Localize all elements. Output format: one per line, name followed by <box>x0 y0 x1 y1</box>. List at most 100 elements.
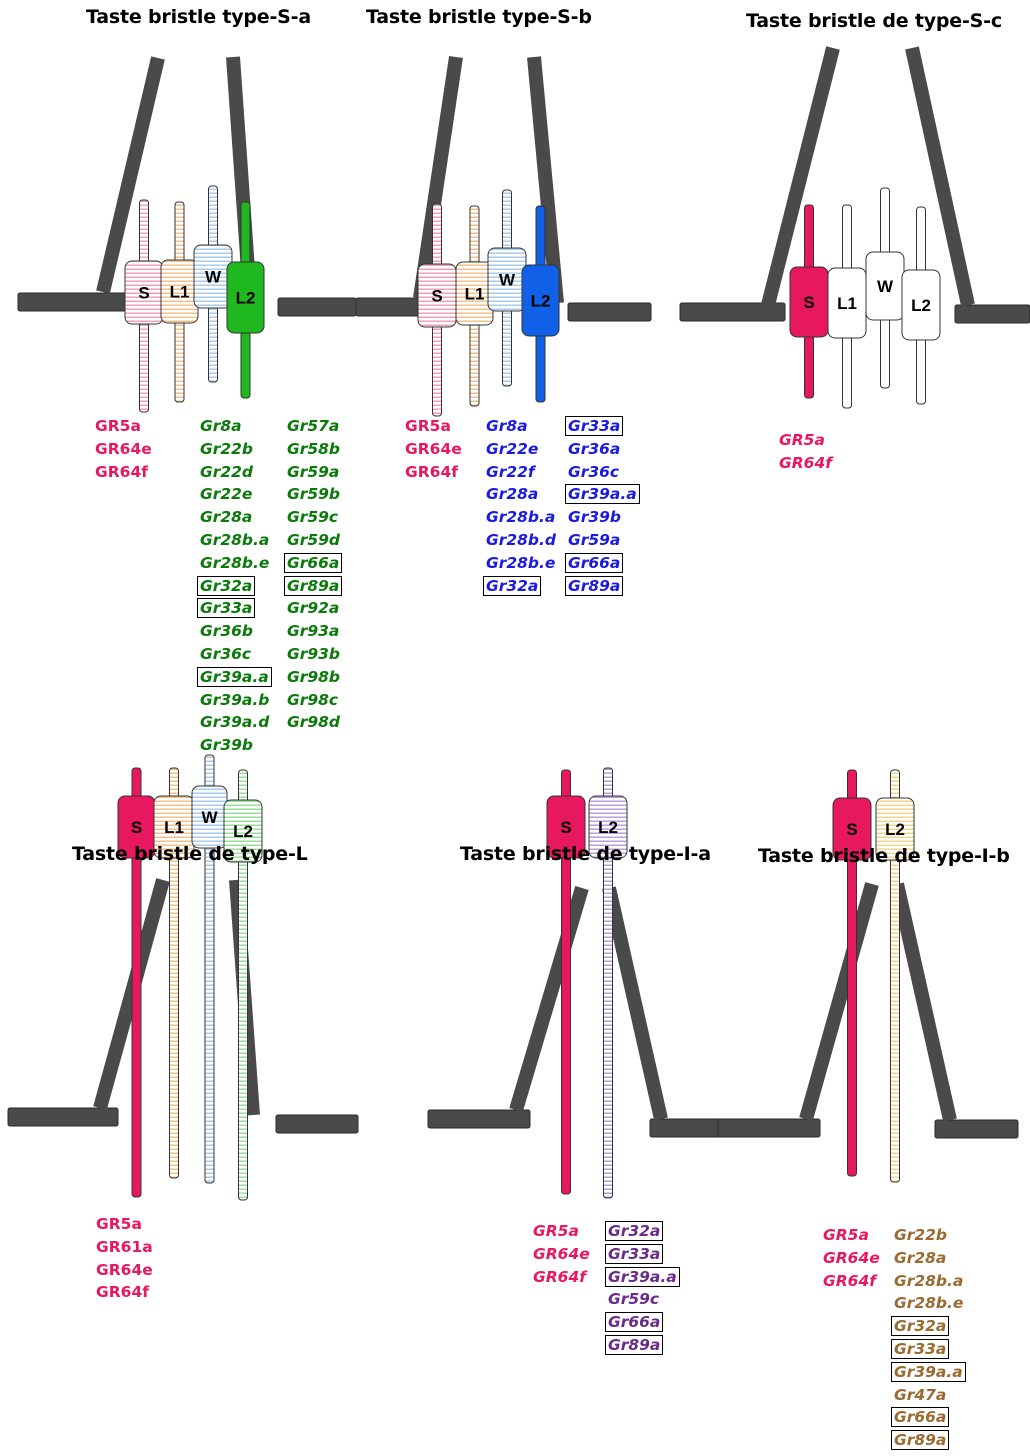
receptor-gene: Gr59a <box>287 462 340 481</box>
receptor-gene: Gr8a <box>486 417 528 435</box>
neuron-label: W <box>201 808 218 827</box>
dendrite <box>535 205 546 270</box>
panel-title-S-c: Taste bristle de type-S-c <box>746 10 1002 32</box>
panel-title-L: Taste bristle de type-L <box>72 843 308 865</box>
neuron-l2: L2 <box>875 769 915 1183</box>
dendrite <box>880 187 890 257</box>
neuron-label: W <box>499 271 516 290</box>
receptor-gene: Gr28b.e <box>200 553 270 572</box>
neuron-label: S <box>803 293 814 312</box>
receptor-gene: GR64f <box>405 462 458 481</box>
axon <box>131 853 142 1198</box>
neuron-l2: L2 <box>588 767 628 1199</box>
receptor-gene: GR64f <box>779 453 832 472</box>
bristle-wall-right <box>890 882 957 1122</box>
receptor-gene: GR64e <box>823 1248 880 1267</box>
dendrite <box>603 767 613 801</box>
receptor-gene-boxed: Gr39a.a <box>197 666 272 689</box>
neuron-label: L2 <box>531 292 551 311</box>
neuron-label: W <box>205 268 222 287</box>
dendrite <box>469 205 480 267</box>
receptor-gene: Gr22b <box>894 1226 948 1244</box>
soma <box>546 795 586 859</box>
dendrite <box>204 754 215 791</box>
receptor-gene: Gr59c <box>608 1290 660 1309</box>
receptor-gene: Gr28a <box>486 485 539 504</box>
receptor-gene: Gr98c <box>287 690 339 709</box>
neuron-label: L1 <box>465 285 485 304</box>
neuron-l1: L1 <box>153 767 195 1179</box>
cuticle-bar-left <box>717 1118 821 1138</box>
cuticle-bar-right <box>277 297 357 317</box>
receptor-gene: Gr98b <box>287 667 341 686</box>
receptor-gene: Gr98d <box>287 713 341 732</box>
receptor-gene-boxed: Gr66a <box>605 1311 680 1334</box>
soma <box>226 261 265 334</box>
receptor-gene-boxed: Gr39a.a <box>891 1361 966 1384</box>
receptor-gene: Gr22f <box>486 462 535 481</box>
receptor-gene: Gr22e <box>486 439 539 458</box>
dendrite <box>139 199 149 266</box>
dendrite <box>890 769 900 803</box>
axon <box>603 853 613 1199</box>
neuron-s: S <box>124 199 164 413</box>
neuron-s: S <box>417 203 457 417</box>
neuron-l1: L1 <box>827 204 867 409</box>
receptor-gene: GR5a <box>823 1226 869 1244</box>
neuron-label: L2 <box>233 822 253 841</box>
soma <box>223 799 263 863</box>
neuron-label: S <box>131 818 142 837</box>
neuron-l2: L2 <box>226 201 265 399</box>
receptor-gene: Gr36c <box>200 644 252 663</box>
dendrite <box>238 769 248 805</box>
receptor-gene-boxed: Gr32a <box>197 575 272 598</box>
receptor-gene: Gr39b <box>200 736 254 755</box>
cuticle-bar-right <box>954 304 1030 324</box>
neuron-s: S <box>546 769 586 1195</box>
receptor-gene: GR5a <box>95 417 141 435</box>
dendrite <box>916 206 926 275</box>
bristle-I-b: S L2 <box>717 769 1019 1183</box>
receptor-gene: Gr36c <box>568 462 620 481</box>
receptor-gene: Gr59d <box>287 530 341 549</box>
receptor-gene: Gr28a <box>894 1248 947 1267</box>
receptor-gene: Gr59b <box>287 485 341 504</box>
receptor-gene: Gr39a.d <box>200 713 270 732</box>
receptor-gene-boxed: Gr33a <box>891 1338 966 1361</box>
receptor-gene-boxed: Gr33a <box>565 415 640 438</box>
receptor-gene: Gr28b.e <box>486 553 556 572</box>
soma <box>588 795 628 859</box>
receptor-gene-boxed: Gr39a.a <box>605 1266 680 1289</box>
axon <box>890 855 900 1183</box>
dendrite <box>174 201 185 265</box>
neuron-w: W <box>487 189 527 387</box>
receptor-gene: Gr39a.b <box>200 690 270 709</box>
receptor-gene: Gr57a <box>287 417 340 435</box>
receptor-gene-boxed: Gr33a <box>197 597 272 620</box>
neuron-label: S <box>560 818 571 837</box>
receptor-gene: Gr8a <box>200 417 242 435</box>
receptor-gene: GR64f <box>96 1283 149 1302</box>
receptor-gene: Gr28b.a <box>894 1271 964 1290</box>
cuticle-bar-right <box>275 1114 359 1134</box>
neuron-label: S <box>846 820 857 839</box>
axon <box>842 333 852 409</box>
dendrite <box>842 204 852 273</box>
receptor-gene-boxed: Gr32a <box>483 575 559 598</box>
neuron-label: L1 <box>164 818 184 837</box>
neuron-label: L2 <box>885 820 905 839</box>
receptor-gene: Gr36b <box>200 622 254 641</box>
neuron-label: L2 <box>598 818 618 837</box>
axon <box>804 332 814 399</box>
receptor-gene: GR64f <box>823 1271 876 1290</box>
axon <box>208 303 218 383</box>
receptor-gene: Gr93b <box>287 644 341 663</box>
receptor-gene: Gr59c <box>287 508 339 527</box>
axon <box>240 328 251 399</box>
neuron-l1: L1 <box>160 201 199 403</box>
